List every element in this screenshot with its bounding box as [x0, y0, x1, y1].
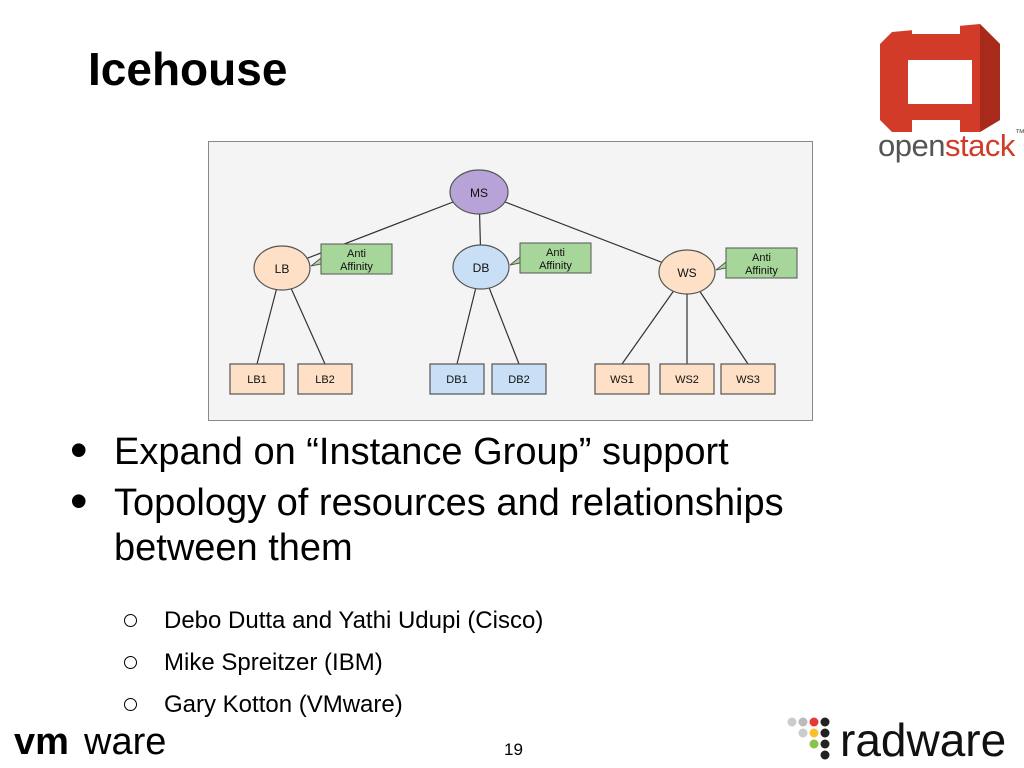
- leaf-node-label: WS2: [675, 374, 699, 386]
- page-number: 19: [504, 740, 523, 759]
- slide-title: Icehouse: [88, 43, 288, 95]
- policy-label: Anti: [347, 248, 366, 260]
- policy-label: Anti: [546, 247, 565, 259]
- policy-label: Affinity: [745, 265, 778, 277]
- openstack-logo: [880, 24, 1000, 132]
- leaf-node-label: WS1: [610, 374, 634, 386]
- sub-bullet-item: Debo Dutta and Yathi Udupi (Cisco): [124, 600, 543, 642]
- leaf-node: [491, 363, 547, 395]
- leaf-node-label: WS3: [736, 374, 760, 386]
- group-node: [658, 249, 716, 295]
- vmware-vm-text: vm: [14, 722, 69, 762]
- group-node-label: LB: [275, 262, 290, 276]
- leaf-node-label: DB2: [508, 374, 529, 386]
- openstack-wordmark: openstack™: [878, 128, 1024, 163]
- leaf-node-label: LB2: [315, 374, 335, 386]
- tree-edge: [478, 191, 688, 273]
- group-node-label: WS: [677, 266, 696, 280]
- openstack-cube-icon: [880, 24, 1000, 132]
- policy-label: Affinity: [340, 261, 373, 273]
- callout-pointer: [715, 260, 727, 271]
- leaf-node: [297, 363, 353, 395]
- callout-pointer: [310, 256, 322, 267]
- root-node: [449, 169, 509, 215]
- bullet-item: •Topology of resources and relationships…: [70, 473, 784, 569]
- radware-dots-icon: [787, 717, 830, 760]
- leaf-node: [659, 363, 715, 395]
- policy-box: [725, 247, 798, 279]
- sub-bullet-list: Debo Dutta and Yathi Udupi (Cisco) Mike …: [124, 600, 543, 726]
- leaf-node-label: DB1: [446, 374, 467, 386]
- radware-wordmark: radware: [840, 714, 1006, 766]
- group-node: [253, 245, 311, 291]
- tree-edge: [281, 191, 480, 269]
- circle-bullet-icon: [124, 614, 137, 627]
- leaf-node: [594, 363, 650, 395]
- group-node-label: DB: [473, 261, 490, 275]
- group-node: [452, 244, 510, 290]
- radware-logo: radware: [787, 714, 1006, 766]
- circle-bullet-icon: [124, 656, 137, 669]
- sub-bullet-item: Gary Kotton (VMware): [124, 684, 543, 726]
- policy-box: [519, 242, 592, 274]
- leaf-node: [720, 363, 776, 395]
- leaf-node-label: LB1: [247, 374, 267, 386]
- circle-bullet-icon: [124, 698, 137, 711]
- bullet-list: •Expand on “Instance Group” support •Top…: [70, 422, 970, 577]
- leaf-node: [229, 363, 285, 395]
- policy-label: Affinity: [539, 260, 572, 272]
- bullet-item: •Expand on “Instance Group” support: [70, 422, 729, 478]
- policy-label: Anti: [752, 252, 771, 264]
- policy-box: [320, 243, 393, 275]
- vmware-logo: vm ware: [14, 722, 166, 762]
- callout-pointer: [509, 255, 521, 266]
- vmware-ware-text: ware: [83, 722, 166, 762]
- sub-bullet-item: Mike Spreitzer (IBM): [124, 642, 543, 684]
- leaf-node: [429, 363, 485, 395]
- root-node-label: MS: [470, 186, 488, 200]
